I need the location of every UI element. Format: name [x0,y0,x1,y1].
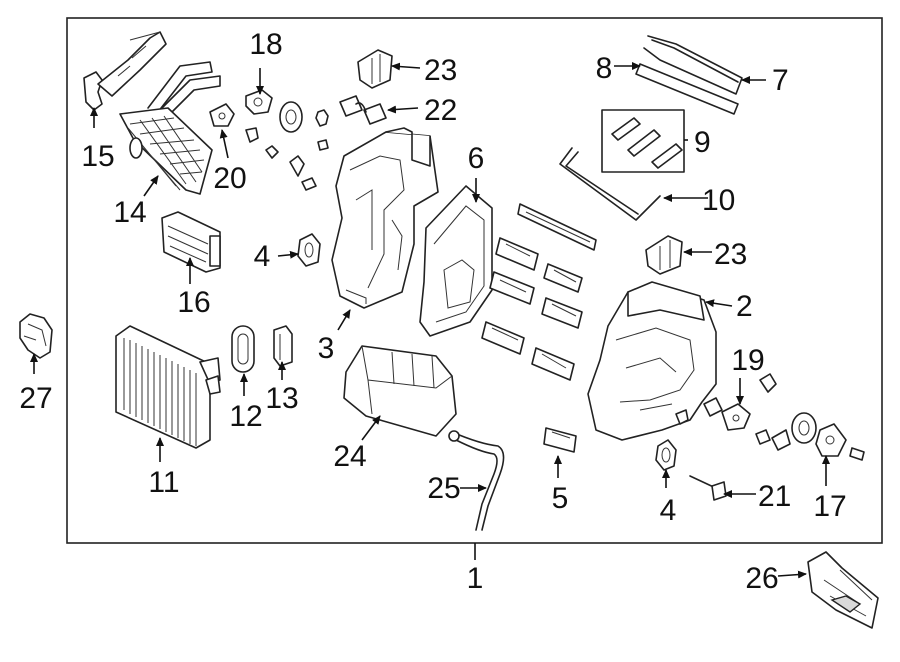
part-25-drain-hose[interactable] [448,430,505,531]
part-13-seal[interactable] [273,325,293,367]
callout-12: 12 [229,400,262,433]
part-6-divider[interactable] [419,185,493,337]
part-4-grommet-upper[interactable] [297,233,321,267]
callout-6: 6 [468,142,485,175]
part-2-case-right[interactable] [587,281,717,441]
callout-4-upper: 4 [254,240,271,273]
part-21-pin[interactable] [689,475,727,501]
callout-11: 11 [148,466,179,499]
callout-14: 14 [113,196,146,229]
callout-2: 2 [736,290,753,323]
callout-20: 20 [213,162,246,195]
callout-24: 24 [333,440,366,473]
part-12-seal[interactable] [231,325,255,373]
callout-23-upper: 23 [424,54,457,87]
part-23-clip-upper[interactable] [357,49,393,89]
part-27-bracket[interactable] [19,313,53,359]
part-18-actuator[interactable] [245,89,273,115]
small-clips-upper [265,101,329,191]
small-clips-lower [675,373,865,461]
callout-27: 27 [19,382,52,415]
part-8-strip[interactable] [635,63,739,115]
part-16-ptc-heater[interactable] [161,211,221,273]
part-7-rod[interactable] [643,35,743,95]
part-4-grommet-lower[interactable] [655,439,677,471]
callout-5: 5 [552,482,569,515]
part-26-duct[interactable] [807,551,879,629]
callout-26: 26 [745,562,778,595]
part-15-pipe-bracket[interactable] [83,31,167,111]
callout-19: 19 [731,344,764,377]
part-9-filter-kit[interactable] [601,109,685,173]
part-17-actuator[interactable] [815,423,847,457]
callout-1: 1 [467,562,484,595]
callout-22: 22 [424,94,457,127]
callout-13: 13 [265,382,298,415]
part-20-actuator[interactable] [209,103,259,143]
callout-21: 21 [758,480,791,513]
part-3-case-left[interactable] [331,127,439,309]
callout-15: 15 [81,140,114,173]
part-24-lower-case[interactable] [343,345,457,437]
callout-23-lower: 23 [714,238,747,271]
leader-lines [30,62,830,579]
mode-door-set[interactable] [481,203,597,381]
callout-labels: 1 2 3 4 4 5 6 7 8 9 10 11 12 13 14 15 16… [19,28,846,595]
callout-4-lower: 4 [660,494,677,527]
part-10-link-rod[interactable] [559,147,661,221]
callout-25: 25 [427,472,460,505]
part-19-actuator[interactable] [721,403,751,431]
part-5-filter[interactable] [543,427,577,453]
part-22-harness[interactable] [339,95,387,125]
part-11-evaporator-core[interactable] [115,325,221,449]
callout-8: 8 [596,52,613,85]
part-23-clip-lower[interactable] [645,235,683,275]
callout-3: 3 [318,332,335,365]
callout-9: 9 [694,126,711,159]
callout-17: 17 [813,490,846,523]
callout-16: 16 [177,286,210,319]
part-14-heater-core[interactable] [119,61,221,195]
callout-18: 18 [249,28,282,61]
callout-7: 7 [772,64,789,97]
callout-10: 10 [702,184,735,217]
